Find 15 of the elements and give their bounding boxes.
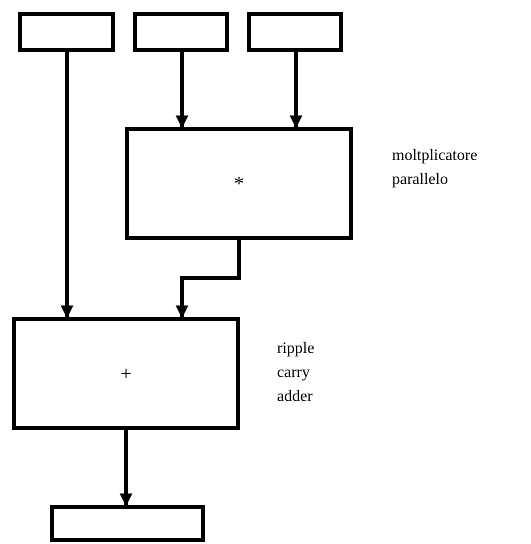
arrow [176, 240, 241, 318]
empty-box [247, 12, 343, 52]
empty-box [18, 12, 115, 52]
arrow [120, 430, 132, 506]
process-box [12, 317, 240, 430]
empty-box [133, 12, 229, 52]
process-box [125, 127, 353, 240]
block-caption: ripple carry adder [277, 339, 316, 407]
arrow [176, 52, 188, 128]
operator-symbol: * [234, 172, 244, 196]
empty-box [50, 505, 205, 542]
block-caption: moltplicatore parallelo [392, 146, 478, 190]
operator-symbol: + [120, 362, 132, 386]
arrow [60, 52, 74, 318]
arrow [290, 52, 302, 128]
